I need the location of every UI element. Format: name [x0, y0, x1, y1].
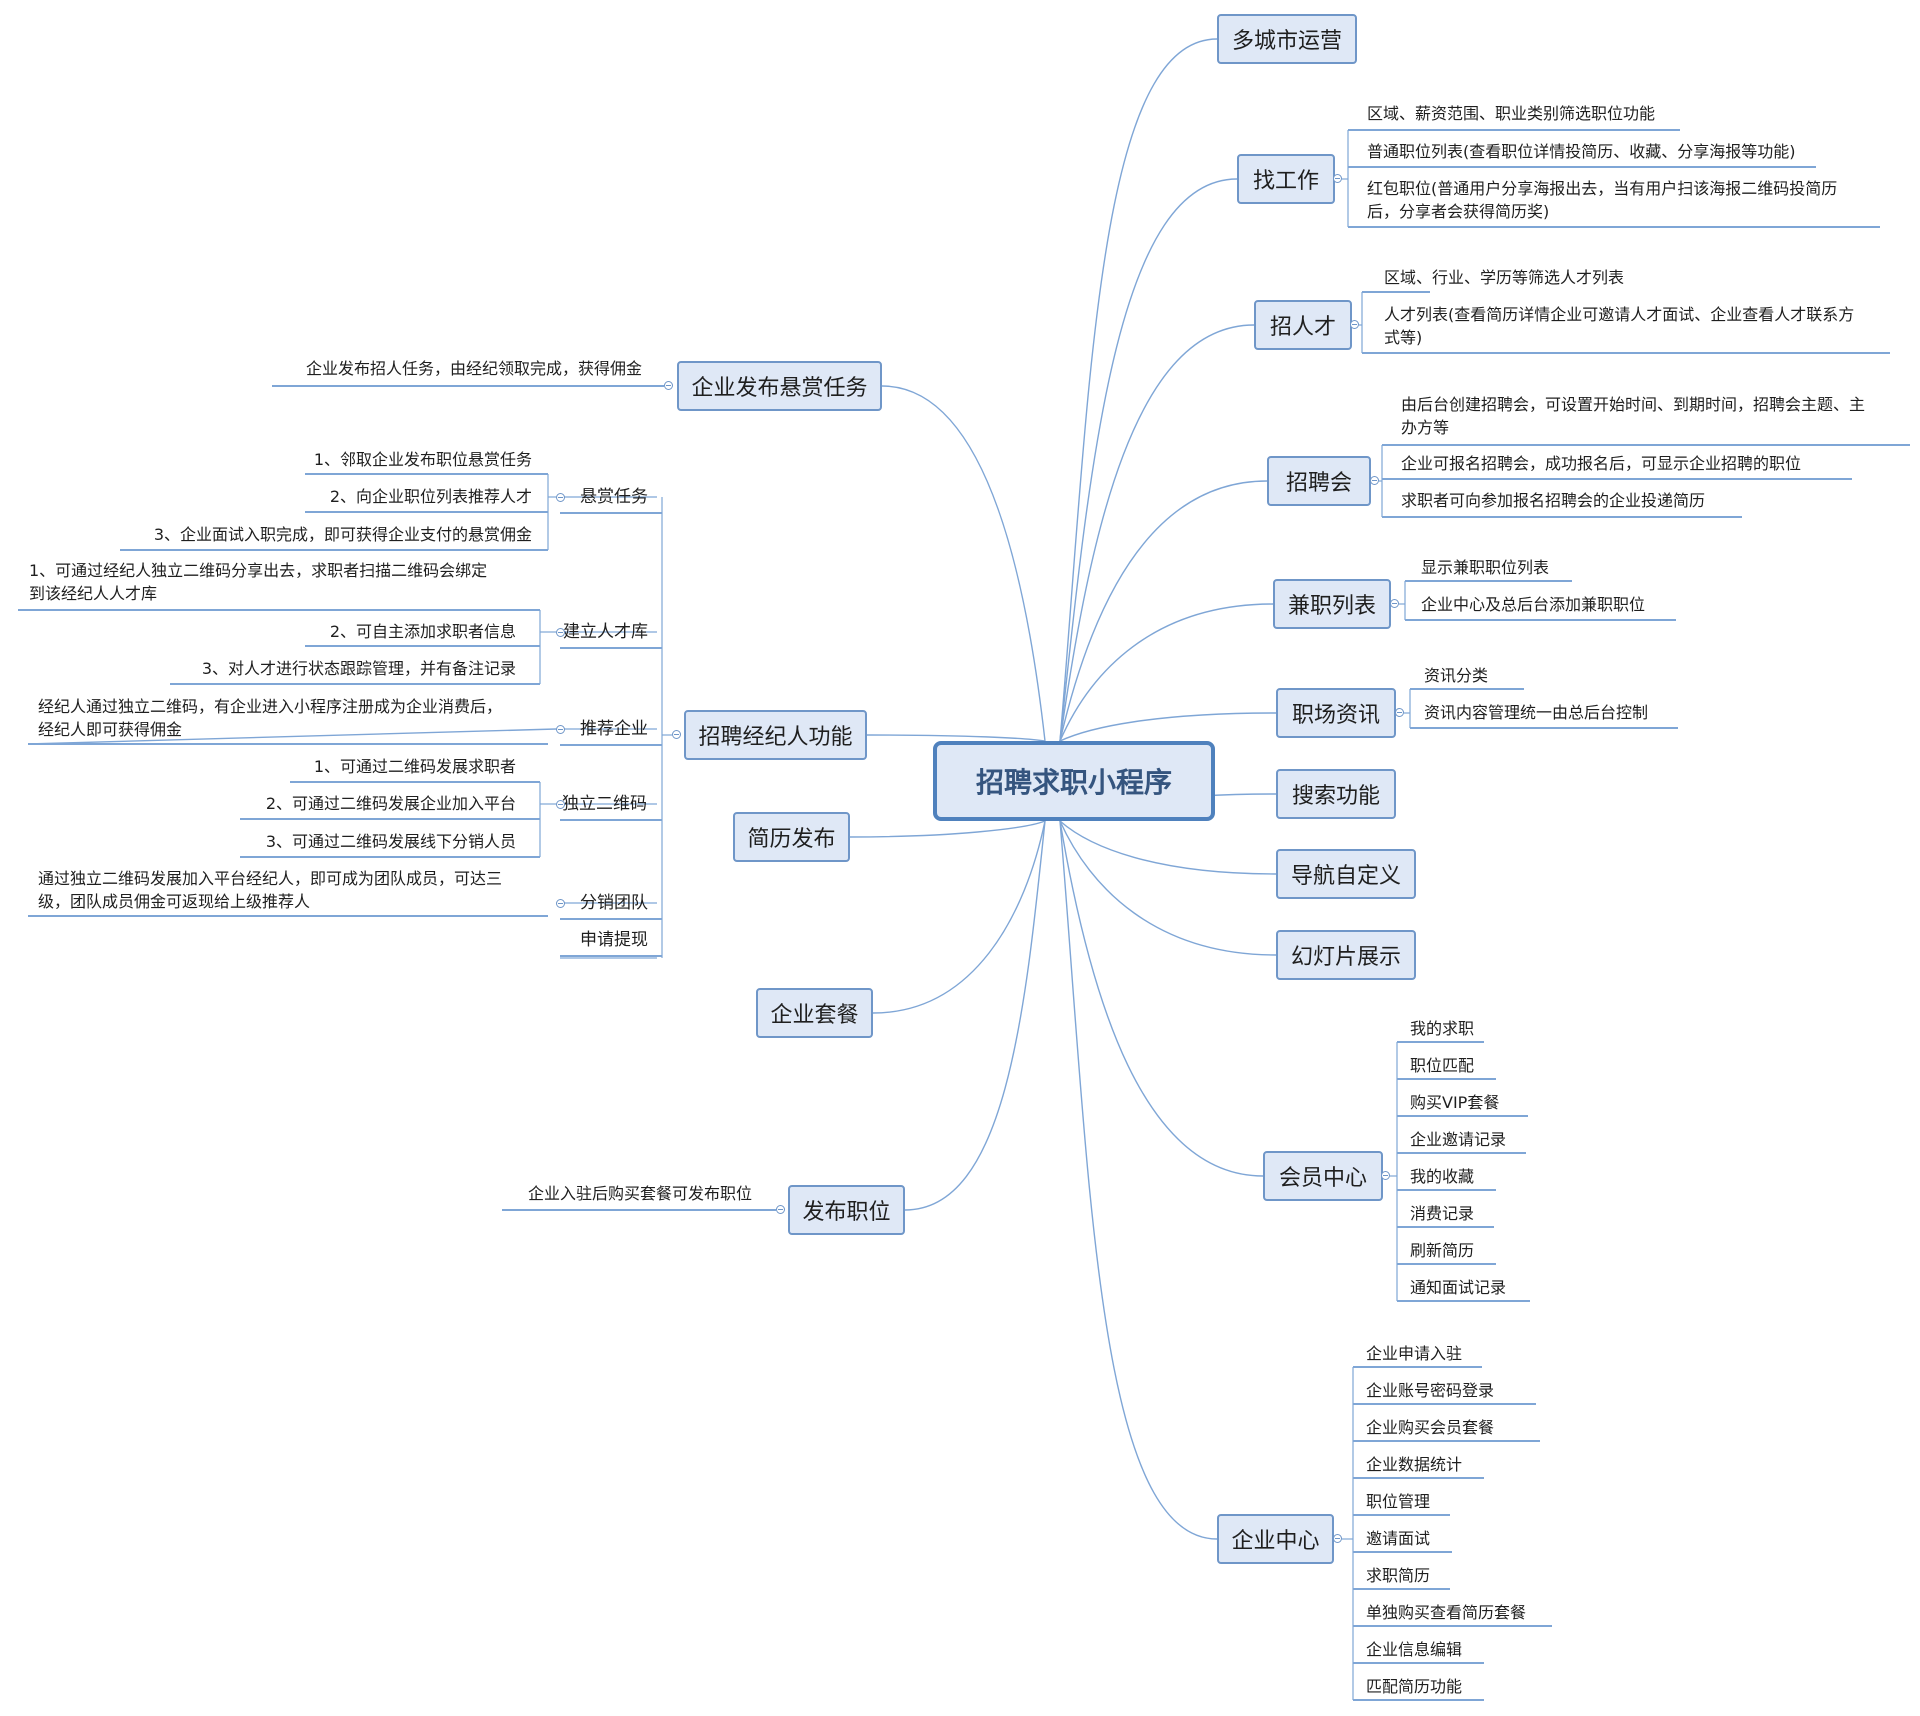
list-item: 企业中心及总后台添加兼职职位: [1421, 595, 1646, 614]
topic-career-news[interactable]: 职场资讯: [1276, 688, 1396, 738]
list-item: 职位管理: [1366, 1492, 1431, 1511]
list-item: 我的求职: [1410, 1019, 1475, 1038]
connector-line: [1059, 178, 1238, 742]
list-item: 企业申请入驻: [1366, 1344, 1463, 1363]
sub-topic-recommend-company[interactable]: 推荐企业: [580, 719, 648, 739]
root-topic[interactable]: 招聘求职小程序: [933, 741, 1215, 821]
topic-slideshow[interactable]: 幻灯片展示: [1276, 930, 1416, 980]
topic-member-center[interactable]: 会员中心: [1263, 1151, 1383, 1201]
list-item: 1、邻取企业发布职位悬赏任务: [313, 450, 532, 469]
topic-company-center[interactable]: 企业中心: [1217, 1514, 1334, 1564]
connector-line: [1059, 820, 1218, 1540]
connector-line: [1059, 480, 1268, 742]
collapse-icon[interactable]: [556, 628, 565, 637]
topic-company-package[interactable]: 企业套餐: [756, 988, 873, 1038]
list-item: 显示兼职职位列表: [1421, 558, 1550, 577]
connector-line: [904, 820, 1046, 1211]
list-item: 单独购买查看简历套餐: [1366, 1603, 1527, 1622]
collapse-icon[interactable]: [556, 899, 565, 908]
list-item: 资讯内容管理统一由总后台控制: [1424, 703, 1649, 722]
topic-reward-task[interactable]: 企业发布悬赏任务: [677, 361, 882, 411]
collapse-icon[interactable]: [664, 381, 673, 390]
list-item: 企业信息编辑: [1366, 1640, 1463, 1659]
collapse-icon[interactable]: [672, 730, 681, 739]
list-item: 匹配简历功能: [1366, 1677, 1463, 1696]
connector-line: [881, 385, 1046, 742]
list-item: 2、可自主添加求职者信息: [329, 622, 516, 641]
collapse-icon[interactable]: [1333, 1534, 1342, 1543]
topic-recruit-talent[interactable]: 招人才: [1254, 300, 1352, 350]
collapse-icon[interactable]: [1390, 599, 1399, 608]
collapse-icon[interactable]: [776, 1205, 785, 1214]
list-item: 通过独立二维码发展加入平台经纪人，即可成为团队成员，可达三 级，团队成员佣金可返…: [38, 869, 503, 911]
connector-line: [1059, 712, 1277, 742]
sub-topic-distribution-team[interactable]: 分销团队: [580, 893, 648, 913]
connector-line: [1059, 324, 1255, 742]
sub-topic-reward[interactable]: 悬赏任务: [580, 487, 648, 507]
list-item: 企业发布招人任务，由经纪领取完成，获得佣金: [305, 359, 642, 378]
list-item: 求职简历: [1366, 1566, 1431, 1585]
sub-topic-talent-pool[interactable]: 建立人才库: [563, 622, 648, 642]
list-item: 求职者可向参加报名招聘会的企业投递简历: [1401, 491, 1706, 510]
list-item: 通知面试记录: [1410, 1278, 1507, 1297]
list-item: 普通职位列表(查看职位详情投简历、收藏、分享海报等功能): [1367, 142, 1796, 161]
connector-line: [849, 820, 1046, 838]
collapse-icon[interactable]: [1395, 708, 1404, 717]
connector-line: [27, 728, 557, 745]
connector-line: [1059, 38, 1218, 742]
list-item: 邀请面试: [1366, 1529, 1431, 1548]
list-item: 企业账号密码登录: [1366, 1381, 1495, 1400]
collapse-icon[interactable]: [1350, 320, 1359, 329]
list-item: 资讯分类: [1424, 666, 1489, 685]
list-item: 2、向企业职位列表推荐人才: [329, 487, 532, 506]
list-item: 职位匹配: [1410, 1056, 1475, 1075]
topic-job-fair[interactable]: 招聘会: [1267, 456, 1371, 506]
collapse-icon[interactable]: [556, 800, 565, 809]
connector-line: [1059, 820, 1277, 875]
list-item: 人才列表(查看简历详情企业可邀请人才面试、企业查看人才联系方 式等): [1384, 305, 1855, 347]
list-item: 企业入驻后购买套餐可发布职位: [527, 1184, 752, 1203]
connector-line: [872, 820, 1046, 1014]
list-item: 1、可通过经纪人独立二维码分享出去，求职者扫描二维码会绑定 到该经纪人人才库: [29, 561, 488, 603]
collapse-icon[interactable]: [556, 493, 565, 502]
collapse-icon[interactable]: [1370, 476, 1379, 485]
connector-line: [1059, 820, 1264, 1177]
list-item: 刷新简历: [1410, 1241, 1475, 1260]
connector-line: [866, 734, 1046, 742]
collapse-icon[interactable]: [1333, 174, 1342, 183]
list-item: 区域、薪资范围、职业类别筛选职位功能: [1367, 104, 1656, 123]
topic-resume-publish[interactable]: 简历发布: [733, 812, 850, 862]
list-item: 3、企业面试入职完成，即可获得企业支付的悬赏佣金: [153, 525, 532, 544]
topic-custom-nav[interactable]: 导航自定义: [1276, 849, 1416, 899]
topic-publish-job[interactable]: 发布职位: [788, 1185, 905, 1235]
topic-part-time[interactable]: 兼职列表: [1273, 579, 1391, 629]
list-item: 区域、行业、学历等筛选人才列表: [1384, 268, 1625, 287]
list-item: 购买VIP套餐: [1410, 1093, 1500, 1112]
connector-line: [1059, 820, 1277, 956]
list-item: 经纪人通过独立二维码，有企业进入小程序注册成为企业消费后， 经纪人即可获得佣金: [38, 697, 503, 739]
list-item: 红包职位(普通用户分享海报出去，当有用户扫该海报二维码投简历 后，分享者会获得简…: [1367, 179, 1838, 221]
list-item: 企业邀请记录: [1410, 1130, 1507, 1149]
list-item: 消费记录: [1410, 1204, 1475, 1223]
sub-topic-withdraw[interactable]: 申请提现: [580, 930, 648, 950]
list-item: 1、可通过二维码发展求职者: [313, 757, 516, 776]
list-item: 由后台创建招聘会，可设置开始时间、到期时间，招聘会主题、主 办方等: [1401, 395, 1866, 437]
collapse-icon[interactable]: [1381, 1171, 1390, 1180]
connector-line: [1059, 603, 1274, 742]
sub-topic-qr-code[interactable]: 独立二维码: [562, 794, 647, 814]
list-item: 企业购买会员套餐: [1366, 1418, 1495, 1437]
list-item: 企业数据统计: [1366, 1455, 1463, 1474]
topic-multi-city[interactable]: 多城市运营: [1217, 14, 1357, 64]
list-item: 3、对人才进行状态跟踪管理，并有备注记录: [201, 659, 516, 678]
list-item: 企业可报名招聘会，成功报名后，可显示企业招聘的职位: [1401, 454, 1802, 473]
collapse-icon[interactable]: [556, 725, 565, 734]
topic-search[interactable]: 搜索功能: [1276, 769, 1396, 819]
list-item: 2、可通过二维码发展企业加入平台: [265, 794, 516, 813]
topic-find-job[interactable]: 找工作: [1237, 154, 1335, 204]
list-item: 3、可通过二维码发展线下分销人员: [265, 832, 516, 851]
topic-broker-functions[interactable]: 招聘经纪人功能: [684, 710, 867, 760]
list-item: 我的收藏: [1410, 1167, 1475, 1186]
